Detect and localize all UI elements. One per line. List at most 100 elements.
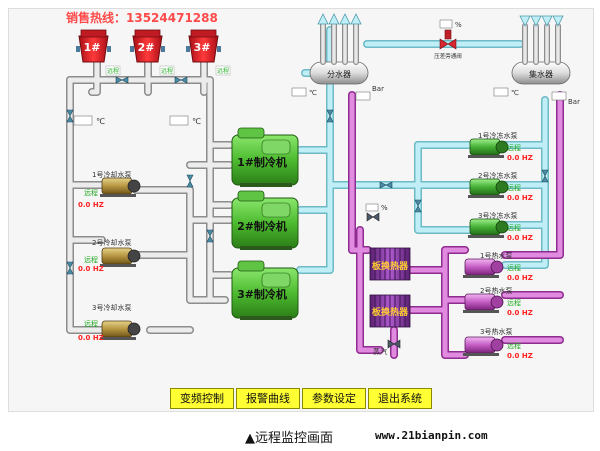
heat-exchanger-1[interactable] [369, 247, 411, 281]
bypass-valve[interactable] [439, 29, 457, 50]
hot-pump-2-freq: 0.0 HZ [507, 309, 533, 317]
hot-pump-labels: 1号热水泵 远程 0.0 HZ 2号热水泵 远程 0.0 HZ 3号热水泵 远程… [480, 251, 533, 360]
alarm-curve-button[interactable]: 报警曲线 [236, 388, 300, 409]
hot-pump-3[interactable] [463, 336, 504, 356]
supply-temp-unit: ℃ [309, 89, 317, 97]
website-url: www.21bianpin.com [375, 429, 488, 442]
chilled-pump-2-freq: 0.0 HZ [507, 194, 533, 202]
heat-exchanger-labels: 板换热器 板换热器 [372, 260, 409, 318]
parameter-settings-button[interactable]: 参数设定 [302, 388, 366, 409]
page-caption: ▲远程监控画面 [245, 431, 333, 446]
up-arrow-icon [339, 13, 351, 25]
chilled-pump-labels: 1号冷冻水泵 远程 0.0 HZ 2号冷冻水泵 远程 0.0 HZ 3号冷冻水泵… [478, 131, 533, 242]
valve [66, 109, 74, 123]
down-arrow-icon [552, 15, 564, 27]
hot-pump-2-status: 远程 [507, 298, 521, 307]
pipes-hot-water [348, 91, 564, 359]
hot-pump-3-label: 3号热水泵 [480, 327, 512, 336]
return-pressure-unit: Bar [568, 98, 580, 106]
chiller-3[interactable] [231, 260, 299, 320]
chiller-2-label: 2#制冷机 [237, 219, 287, 233]
tower-labels: 1# 2# 3# 远程 远程 远程 [84, 41, 231, 76]
cooling-tower-2[interactable] [130, 29, 165, 63]
valve [66, 261, 74, 275]
cooling-pump-1-freq: 0.0 HZ [78, 201, 104, 209]
bypass-valve-label: 压差旁通阀 [434, 52, 462, 60]
chilled-pump-3-freq: 0.0 HZ [507, 234, 533, 242]
heat-exchanger-2[interactable] [369, 294, 411, 328]
supply-header-label: 分水器 [327, 69, 351, 79]
cooling-pump-1-status: 远程 [84, 188, 98, 197]
chilled-pump-3-status: 远程 [507, 223, 521, 232]
cooling-pump-3-status: 远程 [84, 319, 98, 328]
chiller-3-label: 3#制冷机 [237, 287, 287, 301]
tower-2-status: 远程 [161, 67, 173, 75]
valve [115, 76, 129, 84]
steam-label: 蒸汽 [373, 347, 387, 356]
down-arrow-icon [541, 15, 553, 27]
valve [541, 169, 549, 183]
chilled-pump-1-label: 1号冷冻水泵 [478, 131, 517, 140]
steam-labels: % 蒸汽 [365, 203, 388, 356]
valve [174, 76, 188, 84]
header-risers [320, 21, 561, 65]
supply-arrows [317, 13, 362, 25]
chilled-pump-2[interactable] [468, 178, 509, 198]
valve [186, 174, 194, 188]
supply-pressure-unit: Bar [372, 85, 384, 93]
cooling-pump-2-label: 2号冷却水泵 [92, 238, 131, 247]
sales-hotline: 销售热线：13524471288 [66, 11, 218, 25]
chiller-labels: 1#制冷机 2#制冷机 3#制冷机 [237, 155, 287, 301]
down-arrow-icon [519, 15, 531, 27]
tower-1-label: 1# [84, 41, 101, 54]
steam-valve[interactable] [366, 212, 401, 349]
heat-exchanger-1-label: 板换热器 [372, 260, 409, 272]
cooling-pump-2-status: 远程 [84, 255, 98, 264]
chiller-2[interactable] [231, 190, 299, 250]
vfd-control-button[interactable]: 变频控制 [170, 388, 234, 409]
hot-pump-1[interactable] [463, 258, 504, 278]
tower-1-status: 远程 [107, 67, 119, 75]
chilled-pump-1[interactable] [468, 138, 509, 158]
cw-left-temp-unit: ℃ [96, 117, 105, 126]
cooling-pump-labels: 1号冷却水泵 远程 0.0 HZ 2号冷却水泵 远程 0.0 HZ 3号冷却水泵… [78, 170, 131, 342]
chiller-1-label: 1#制冷机 [237, 155, 287, 169]
up-arrow-icon [328, 13, 340, 25]
cooling-pump-3[interactable] [100, 320, 141, 340]
hot-pump-2[interactable] [463, 293, 504, 313]
cooling-tower-1[interactable] [76, 29, 111, 63]
cw-right-temp-unit: ℃ [192, 117, 201, 126]
cooling-water-temp: ℃ ℃ [73, 115, 201, 126]
return-temp-unit: ℃ [511, 89, 519, 97]
down-arrow-icon [530, 15, 542, 27]
hot-pump-1-freq: 0.0 HZ [507, 274, 533, 282]
cooling-pump-2[interactable] [100, 247, 141, 267]
chilled-pump-1-freq: 0.0 HZ [507, 154, 533, 162]
up-arrow-icon [350, 13, 362, 25]
hot-pump-1-label: 1号热水泵 [480, 251, 512, 260]
up-arrow-icon [317, 13, 329, 25]
tower-3-label: 3# [194, 41, 211, 54]
return-header-label: 集水器 [529, 69, 553, 79]
valve [379, 181, 393, 189]
cooling-pump-2-freq: 0.0 HZ [78, 265, 104, 273]
supply-header[interactable] [309, 61, 369, 85]
exit-system-button[interactable]: 退出系统 [368, 388, 432, 409]
heat-exchanger-2-label: 板换热器 [372, 306, 409, 318]
steam-valve-pct: % [381, 204, 388, 212]
pipe-valves [66, 76, 549, 275]
chilled-pump-2-label: 2号冷冻水泵 [478, 171, 517, 180]
return-arrows [519, 15, 564, 27]
chiller-1[interactable] [231, 127, 299, 187]
cooling-tower-3[interactable] [186, 29, 221, 63]
chilled-pump-3[interactable] [468, 218, 509, 238]
chilled-pump-3-label: 3号冷冻水泵 [478, 211, 517, 220]
valve [206, 229, 214, 243]
tower-2-label: 2# [138, 41, 155, 54]
bypass-valve-pct: % [455, 21, 462, 29]
cooling-pump-3-label: 3号冷却水泵 [92, 303, 131, 312]
cooling-pump-1-label: 1号冷却水泵 [92, 170, 131, 179]
cooling-pump-1[interactable] [100, 177, 141, 197]
return-header[interactable] [511, 61, 571, 85]
